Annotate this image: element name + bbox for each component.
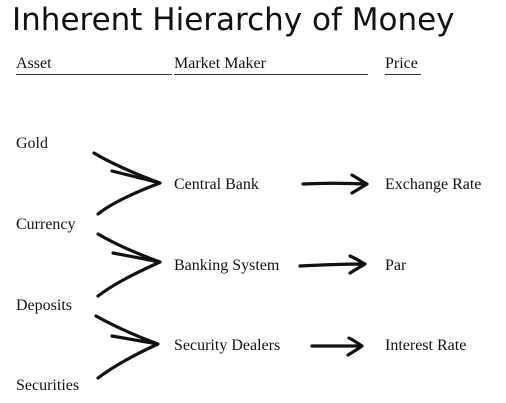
asset-deposits: Deposits (16, 297, 72, 314)
market-maker-security-dealers: Security Dealers (174, 337, 281, 354)
arrow-banking-system-to-par (298, 254, 367, 275)
market-maker-central-bank: Central Bank (174, 176, 259, 193)
price-par: Par (385, 257, 407, 274)
brace-banking-system (96, 232, 162, 298)
brace-central-bank (92, 151, 162, 216)
arrow-central-bank-to-exchange-rate (301, 173, 369, 195)
slide-title: Inherent Hierarchy of Money (12, 2, 455, 38)
column-header-market-maker: Market Maker (174, 54, 368, 75)
price-exchange-rate: Exchange Rate (385, 176, 482, 193)
brace-security-dealers (94, 314, 160, 380)
price-interest-rate: Interest Rate (385, 337, 467, 354)
asset-gold: Gold (16, 135, 48, 152)
column-header-asset: Asset (16, 54, 172, 75)
market-maker-banking-system: Banking System (174, 257, 280, 274)
asset-securities: Securities (16, 377, 80, 394)
arrow-security-dealers-to-interest-rate (310, 336, 364, 357)
column-header-price: Price (385, 54, 421, 75)
asset-currency: Currency (16, 216, 76, 233)
